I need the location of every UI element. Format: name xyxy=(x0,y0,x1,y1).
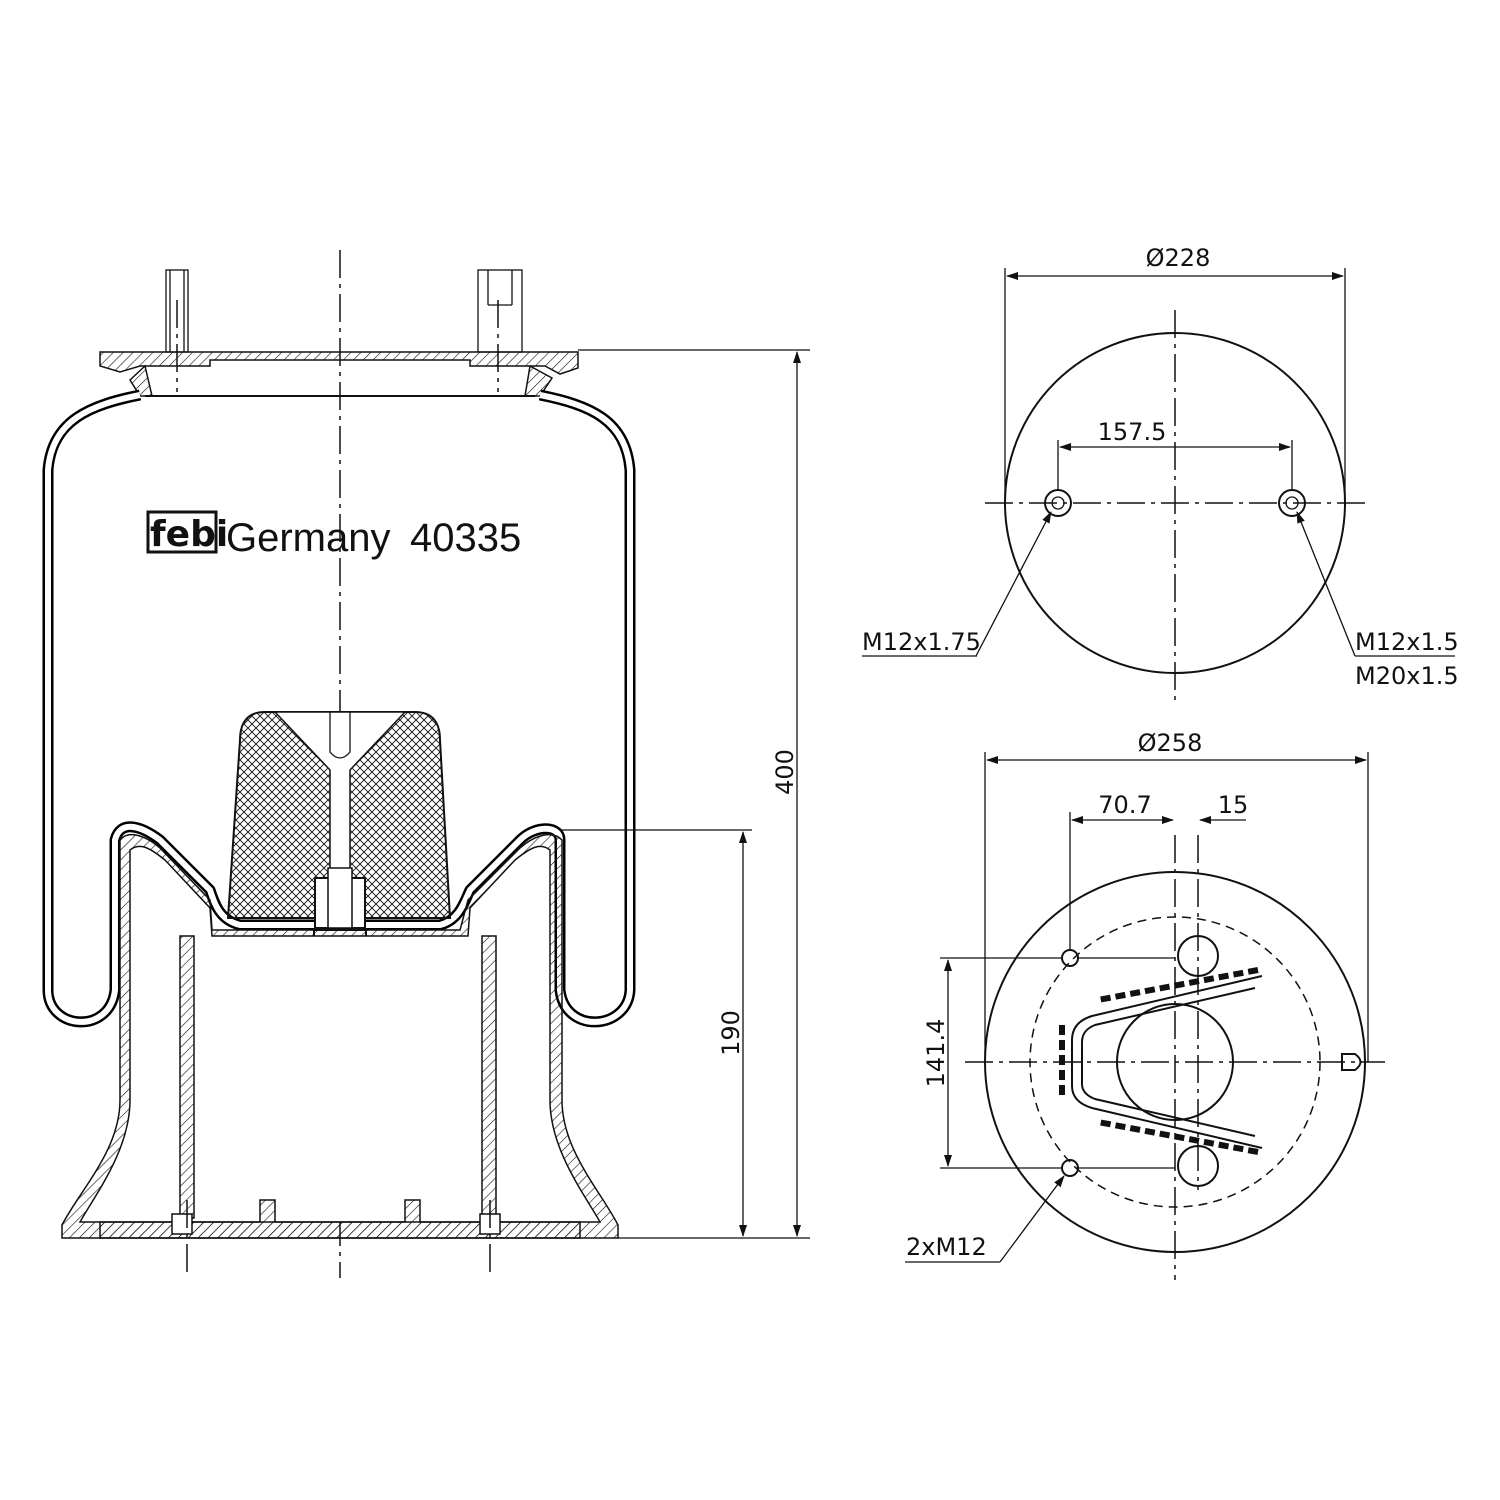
piston-height-dimension: 190 xyxy=(560,829,752,1237)
holes-label: 2xM12 xyxy=(906,1233,987,1261)
top-plate-view: Ø228 157.5 M12x1.75 M12x1.5 M20x1.5 xyxy=(862,244,1459,700)
piston-inner-wall-right xyxy=(481,935,497,1219)
offset-a-label: 70.7 xyxy=(1098,791,1151,819)
left-stud xyxy=(165,269,189,392)
mounting-hole-upper xyxy=(1061,949,1079,967)
brand-label: febi Germany 40335 xyxy=(146,510,521,560)
brand-logo: febi xyxy=(150,514,228,555)
piston-locating-tab xyxy=(1341,1053,1362,1071)
piston-base xyxy=(99,1199,581,1239)
bottom-diameter-label: Ø258 xyxy=(1138,729,1203,757)
side-view: febi Germany 40335 400 190 xyxy=(42,250,810,1278)
bottom-piston-view: Ø258 70.7 15 141.4 2xM12 xyxy=(905,729,1385,1280)
stud-spacing-label: 157.5 xyxy=(1098,418,1167,446)
right-thread-label-1: M12x1.5 xyxy=(1355,628,1459,656)
part-number: 40335 xyxy=(410,516,521,560)
top-plate xyxy=(99,351,579,375)
bump-stop-slot xyxy=(329,712,351,759)
piston-inner-wall-left xyxy=(179,935,195,1219)
left-thread-label: M12x1.75 xyxy=(862,628,981,656)
offset-b-label: 15 xyxy=(1218,791,1249,819)
piston-height-label: 190 xyxy=(717,1010,745,1056)
overall-height-label: 400 xyxy=(771,749,799,795)
top-diameter-label: Ø228 xyxy=(1146,244,1211,272)
hole-spacing-label: 141.4 xyxy=(922,1019,950,1088)
right-stud xyxy=(477,269,523,392)
right-thread-label-2: M20x1.5 xyxy=(1355,662,1459,690)
retaining-bracket xyxy=(1071,975,1263,1149)
brand-origin: Germany xyxy=(226,516,391,560)
overall-height-dimension: 400 xyxy=(578,349,810,1239)
